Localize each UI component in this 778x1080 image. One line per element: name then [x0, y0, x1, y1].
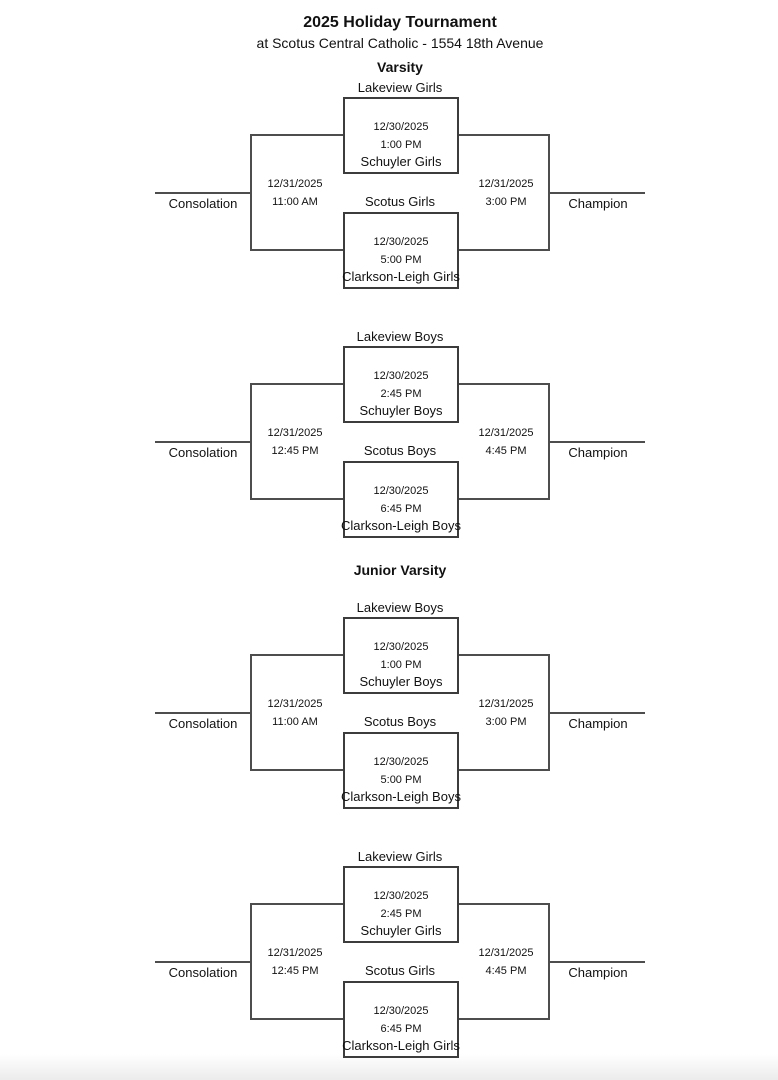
- final-datetime: 12/31/2025 3:00 PM: [451, 177, 561, 210]
- consolation-time: 11:00 AM: [272, 716, 318, 728]
- team-top-label: Lakeview Girls: [357, 849, 443, 864]
- game-box-bottom: 12/30/2025 5:00 PM Clarkson-Leigh Boys: [341, 732, 461, 809]
- section-heading-varsity: Varsity: [377, 59, 423, 75]
- game-date: 12/30/2025: [373, 890, 429, 902]
- bracket-varsity-boys: Lakeview Boys 12/30/2025 2:45 PM Schuyle…: [0, 327, 778, 557]
- page-title: 2025 Holiday Tournament: [303, 14, 497, 31]
- final-date: 12/31/2025: [478, 698, 534, 710]
- game-box-top: 12/30/2025 2:45 PM Schuyler Boys: [343, 346, 459, 423]
- champion-line: [550, 192, 645, 194]
- final-time: 3:00 PM: [485, 196, 527, 208]
- team-bottom-label: Clarkson-Leigh Boys: [341, 518, 461, 533]
- final-date: 12/31/2025: [478, 427, 534, 439]
- consolation-label: Consolation: [168, 445, 238, 460]
- final-datetime: 12/31/2025 3:00 PM: [451, 697, 561, 730]
- consolation-label: Consolation: [168, 716, 238, 731]
- game-date: 12/30/2025: [373, 485, 429, 497]
- game-box-bottom: 12/30/2025 6:45 PM Clarkson-Leigh Boys: [341, 461, 461, 538]
- champion-line: [550, 441, 645, 443]
- game-date: 12/30/2025: [373, 236, 429, 248]
- game-date: 12/30/2025: [373, 121, 429, 133]
- section-heading-junior-varsity: Junior Varsity: [353, 562, 447, 578]
- champion-label: Champion: [568, 445, 628, 460]
- game-date: 12/30/2025: [373, 1005, 429, 1017]
- consolation-datetime: 12/31/2025 12:45 PM: [240, 946, 350, 979]
- consolation-line: [155, 961, 250, 963]
- game-box-top: 12/30/2025 2:45 PM Schuyler Girls: [343, 866, 459, 943]
- team-bottom-label: Schuyler Boys: [359, 674, 443, 689]
- team-top-label: Lakeview Boys: [356, 329, 444, 344]
- game-date: 12/30/2025: [373, 756, 429, 768]
- game-time: 5:00 PM: [380, 774, 422, 786]
- bracket-varsity-girls: Lakeview Girls 12/30/2025 1:00 PM Schuyl…: [0, 78, 778, 308]
- team-bottom-label: Schuyler Girls: [360, 923, 442, 938]
- consolation-time: 11:00 AM: [272, 196, 318, 208]
- game-box-bottom: 12/30/2025 5:00 PM Clarkson-Leigh Girls: [342, 212, 460, 289]
- game-date: 12/30/2025: [373, 370, 429, 382]
- team-mid-label: Scotus Boys: [363, 443, 437, 458]
- game-time: 1:00 PM: [380, 139, 422, 151]
- consolation-date: 12/31/2025: [267, 947, 323, 959]
- team-bottom-label: Schuyler Boys: [359, 403, 443, 418]
- consolation-line: [155, 192, 250, 194]
- final-time: 4:45 PM: [485, 965, 527, 977]
- consolation-time: 12:45 PM: [271, 965, 319, 977]
- champion-label: Champion: [568, 965, 628, 980]
- consolation-datetime: 12/31/2025 12:45 PM: [240, 426, 350, 459]
- consolation-date: 12/31/2025: [267, 178, 323, 190]
- consolation-label: Consolation: [168, 196, 238, 211]
- team-mid-label: Scotus Girls: [364, 963, 436, 978]
- team-bottom-label: Schuyler Girls: [360, 154, 442, 169]
- game-time: 5:00 PM: [380, 254, 422, 266]
- final-time: 3:00 PM: [485, 716, 527, 728]
- final-datetime: 12/31/2025 4:45 PM: [451, 426, 561, 459]
- final-date: 12/31/2025: [478, 947, 534, 959]
- team-bottom-label: Clarkson-Leigh Boys: [341, 789, 461, 804]
- team-top-label: Lakeview Boys: [356, 600, 444, 615]
- champion-line: [550, 712, 645, 714]
- consolation-line: [155, 712, 250, 714]
- team-mid-label: Scotus Boys: [363, 714, 437, 729]
- final-date: 12/31/2025: [478, 178, 534, 190]
- game-time: 6:45 PM: [380, 1023, 422, 1035]
- game-date: 12/30/2025: [373, 641, 429, 653]
- champion-line: [550, 961, 645, 963]
- consolation-datetime: 12/31/2025 11:00 AM: [240, 177, 350, 210]
- final-time: 4:45 PM: [485, 445, 527, 457]
- champion-label: Champion: [568, 196, 628, 211]
- team-mid-label: Scotus Girls: [364, 194, 436, 209]
- consolation-label: Consolation: [168, 965, 238, 980]
- bracket-jv-boys: Lakeview Boys 12/30/2025 1:00 PM Schuyle…: [0, 598, 778, 828]
- game-time: 6:45 PM: [380, 503, 422, 515]
- consolation-datetime: 12/31/2025 11:00 AM: [240, 697, 350, 730]
- page-subtitle: at Scotus Central Catholic - 1554 18th A…: [256, 35, 544, 51]
- consolation-date: 12/31/2025: [267, 427, 323, 439]
- champion-label: Champion: [568, 716, 628, 731]
- game-box-top: 12/30/2025 1:00 PM Schuyler Boys: [343, 617, 459, 694]
- game-box-bottom: 12/30/2025 6:45 PM Clarkson-Leigh Girls: [342, 981, 460, 1058]
- game-time: 2:45 PM: [380, 908, 422, 920]
- game-time: 1:00 PM: [380, 659, 422, 671]
- consolation-line: [155, 441, 250, 443]
- team-bottom-label: Clarkson-Leigh Girls: [342, 269, 460, 284]
- game-time: 2:45 PM: [380, 388, 422, 400]
- game-box-top: 12/30/2025 1:00 PM Schuyler Girls: [343, 97, 459, 174]
- final-datetime: 12/31/2025 4:45 PM: [451, 946, 561, 979]
- team-bottom-label: Clarkson-Leigh Girls: [342, 1038, 460, 1053]
- consolation-date: 12/31/2025: [267, 698, 323, 710]
- team-top-label: Lakeview Girls: [357, 80, 443, 95]
- consolation-time: 12:45 PM: [271, 445, 319, 457]
- bracket-jv-girls: Lakeview Girls 12/30/2025 2:45 PM Schuyl…: [0, 847, 778, 1077]
